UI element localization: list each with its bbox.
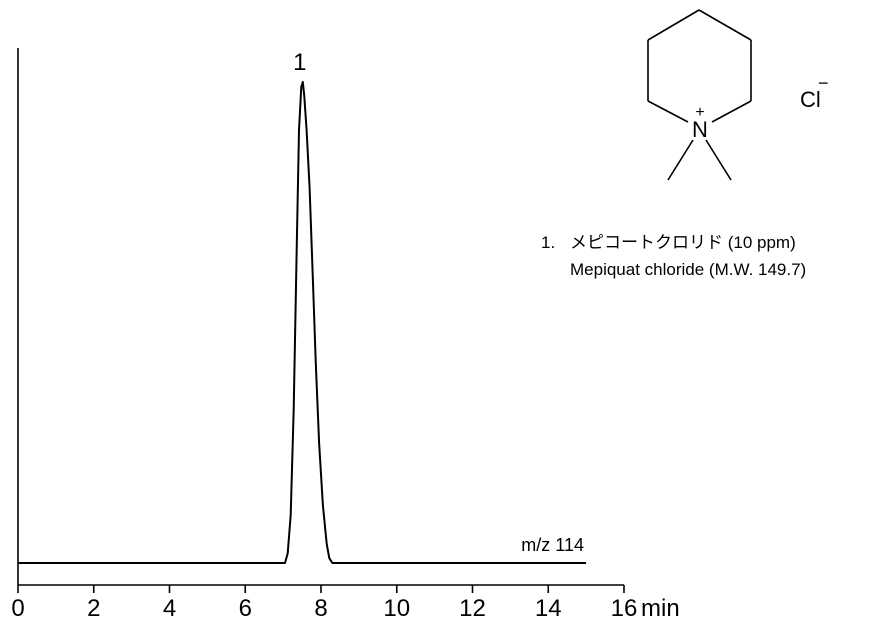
- compound-legend: 1. メピコートクロリド (10 ppm) Mepiquat chloride (…: [541, 229, 806, 283]
- chloride-charge-label: −: [818, 73, 829, 93]
- x-tick-label-8: 8: [314, 595, 327, 622]
- x-tick-label-14: 14: [535, 595, 562, 622]
- x-tick-label-0: 0: [11, 595, 24, 622]
- nitrogen-atom-label: N: [692, 117, 708, 142]
- positive-charge-label: +: [695, 104, 704, 121]
- compound-line-2: Mepiquat chloride (M.W. 149.7): [541, 256, 806, 283]
- x-axis-tick-labels: 0 2 4 6 8 10 12 14 16: [11, 595, 637, 622]
- peak-label: 1: [293, 49, 306, 76]
- chromatogram-trace: [18, 81, 587, 564]
- compound-line-1: 1. メピコートクロリド (10 ppm): [541, 229, 806, 256]
- compound-name-en: Mepiquat chloride (M.W. 149.7): [570, 260, 807, 279]
- compound-name-ja: メピコートクロリド: [570, 233, 723, 252]
- x-tick-label-16: 16: [611, 595, 638, 622]
- x-tick-label-12: 12: [459, 595, 486, 622]
- x-tick-label-6: 6: [239, 595, 252, 622]
- compound-concentration: (10 ppm): [727, 233, 796, 252]
- molecule-structure: [647, 9, 752, 181]
- chloride-ion-label: Cl: [800, 87, 821, 112]
- series-label: m/z 114: [521, 535, 584, 555]
- x-tick-label-2: 2: [87, 595, 100, 622]
- x-axis-ticks: [17, 585, 625, 593]
- x-axis-unit-label: min: [641, 595, 680, 622]
- compound-number: 1.: [541, 233, 556, 252]
- x-tick-label-10: 10: [383, 595, 410, 622]
- x-tick-label-4: 4: [163, 595, 176, 622]
